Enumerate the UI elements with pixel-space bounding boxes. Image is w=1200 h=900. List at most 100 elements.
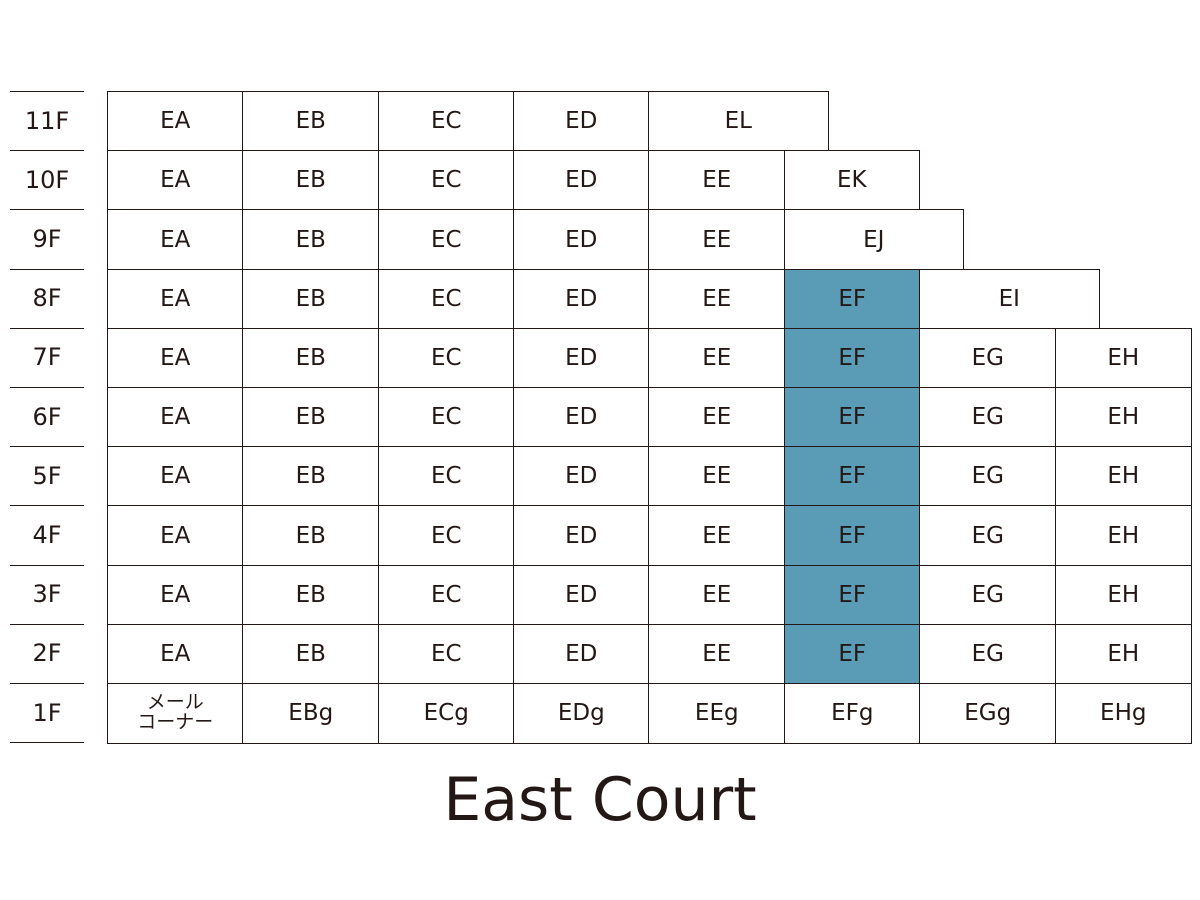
unit-4f-7[interactable]: EH xyxy=(1055,505,1192,567)
unit-9f-1[interactable]: EB xyxy=(242,209,380,271)
floor-label-11f: 11F xyxy=(24,106,70,135)
unit-2f-1[interactable]: EB xyxy=(242,623,380,685)
unit-3f-1[interactable]: EB xyxy=(242,564,380,626)
unit-5f-5[interactable]: EF xyxy=(784,446,921,507)
unit-label: EB xyxy=(295,522,326,549)
unit-5f-0[interactable]: EA xyxy=(107,446,244,507)
unit-5f-4[interactable]: EE xyxy=(648,446,786,507)
floor-label-6f: 6F xyxy=(32,402,62,431)
unit-8f-3[interactable]: ED xyxy=(513,268,650,330)
unit-4f-0[interactable]: EA xyxy=(107,505,244,567)
unit-5f-6[interactable]: EG xyxy=(919,446,1057,507)
unit-8f-0[interactable]: EA xyxy=(107,268,244,330)
unit-4f-1[interactable]: EB xyxy=(242,505,380,567)
unit-5f-3[interactable]: ED xyxy=(513,446,650,507)
unit-label: EK xyxy=(836,167,867,194)
unit-9f-0[interactable]: EA xyxy=(107,209,244,271)
unit-10f-0[interactable]: EA xyxy=(107,150,244,211)
unit-6f-1[interactable]: EB xyxy=(242,387,380,448)
unit-1f-7[interactable]: EHg xyxy=(1055,683,1192,744)
unit-label: EB xyxy=(295,345,326,372)
unit-10f-4[interactable]: EE xyxy=(648,150,786,211)
unit-1f-5[interactable]: EFg xyxy=(784,683,921,744)
unit-6f-2[interactable]: EC xyxy=(378,387,515,448)
unit-8f-5[interactable]: EF xyxy=(784,268,921,330)
unit-7f-7[interactable]: EH xyxy=(1055,327,1192,389)
unit-9f-4[interactable]: EE xyxy=(648,209,786,271)
unit-5f-2[interactable]: EC xyxy=(378,446,515,507)
unit-8f-2[interactable]: EC xyxy=(378,268,515,330)
unit-label: ED xyxy=(565,345,598,372)
floor-label-3f: 3F xyxy=(32,580,62,609)
unit-5f-1[interactable]: EB xyxy=(242,446,380,507)
unit-8f-6[interactable]: EI xyxy=(919,268,1100,330)
unit-1f-4[interactable]: EEg xyxy=(648,683,786,744)
unit-2f-2[interactable]: EC xyxy=(378,623,515,685)
floor-label-9f: 9F xyxy=(32,224,62,253)
unit-label: EB xyxy=(295,641,326,668)
unit-5f-7[interactable]: EH xyxy=(1055,446,1192,507)
unit-label: EF xyxy=(838,463,867,490)
unit-7f-1[interactable]: EB xyxy=(242,327,380,389)
unit-10f-5[interactable]: EK xyxy=(784,150,920,211)
unit-3f-3[interactable]: ED xyxy=(513,564,650,626)
unit-7f-0[interactable]: EA xyxy=(107,327,244,389)
unit-label: メール コーナー xyxy=(137,691,214,734)
unit-4f-2[interactable]: EC xyxy=(378,505,515,567)
unit-6f-7[interactable]: EH xyxy=(1055,387,1192,448)
unit-label: EE xyxy=(702,581,732,608)
unit-11f-3[interactable]: ED xyxy=(513,91,650,152)
unit-7f-3[interactable]: ED xyxy=(513,327,650,389)
unit-2f-3[interactable]: ED xyxy=(513,623,650,685)
unit-2f-0[interactable]: EA xyxy=(107,623,244,685)
unit-3f-0[interactable]: EA xyxy=(107,564,244,626)
unit-4f-3[interactable]: ED xyxy=(513,505,650,567)
unit-11f-2[interactable]: EC xyxy=(378,91,515,152)
unit-3f-7[interactable]: EH xyxy=(1055,564,1192,626)
unit-6f-3[interactable]: ED xyxy=(513,387,650,448)
unit-10f-3[interactable]: ED xyxy=(513,150,650,211)
unit-7f-4[interactable]: EE xyxy=(648,327,786,389)
unit-1f-3[interactable]: EDg xyxy=(513,683,650,744)
unit-label: EGg xyxy=(964,700,1012,727)
unit-1f-6[interactable]: EGg xyxy=(919,683,1057,744)
unit-label: EG xyxy=(971,463,1004,490)
unit-6f-6[interactable]: EG xyxy=(919,387,1057,448)
unit-label: EH xyxy=(1107,345,1140,372)
unit-2f-6[interactable]: EG xyxy=(919,623,1057,685)
unit-9f-2[interactable]: EC xyxy=(378,209,515,271)
unit-9f-3[interactable]: ED xyxy=(513,209,650,271)
unit-6f-5[interactable]: EF xyxy=(784,387,921,448)
unit-label: EE xyxy=(702,285,732,312)
unit-2f-4[interactable]: EE xyxy=(648,623,786,685)
unit-10f-1[interactable]: EB xyxy=(242,150,380,211)
unit-6f-0[interactable]: EA xyxy=(107,387,244,448)
unit-11f-0[interactable]: EA xyxy=(107,91,244,152)
unit-2f-7[interactable]: EH xyxy=(1055,623,1192,685)
unit-4f-5[interactable]: EF xyxy=(784,505,921,567)
unit-1f-2[interactable]: ECg xyxy=(378,683,515,744)
unit-3f-6[interactable]: EG xyxy=(919,564,1057,626)
unit-10f-2[interactable]: EC xyxy=(378,150,515,211)
unit-2f-5[interactable]: EF xyxy=(784,623,921,685)
unit-7f-5[interactable]: EF xyxy=(784,327,921,389)
unit-8f-4[interactable]: EE xyxy=(648,268,786,330)
unit-1f-0[interactable]: メール コーナー xyxy=(107,683,244,744)
unit-7f-2[interactable]: EC xyxy=(378,327,515,389)
unit-label: EC xyxy=(430,167,462,194)
unit-1f-1[interactable]: EBg xyxy=(242,683,380,744)
unit-11f-4[interactable]: EL xyxy=(648,91,829,152)
unit-label: EA xyxy=(160,226,191,253)
unit-3f-2[interactable]: EC xyxy=(378,564,515,626)
unit-3f-4[interactable]: EE xyxy=(648,564,786,626)
unit-6f-4[interactable]: EE xyxy=(648,387,786,448)
unit-4f-4[interactable]: EE xyxy=(648,505,786,567)
unit-4f-6[interactable]: EG xyxy=(919,505,1057,567)
unit-9f-5[interactable]: EJ xyxy=(784,209,964,271)
unit-8f-1[interactable]: EB xyxy=(242,268,380,330)
unit-label: EC xyxy=(430,581,462,608)
unit-11f-1[interactable]: EB xyxy=(242,91,380,152)
floor-divider xyxy=(10,150,84,152)
unit-7f-6[interactable]: EG xyxy=(919,327,1057,389)
unit-3f-5[interactable]: EF xyxy=(784,564,921,626)
